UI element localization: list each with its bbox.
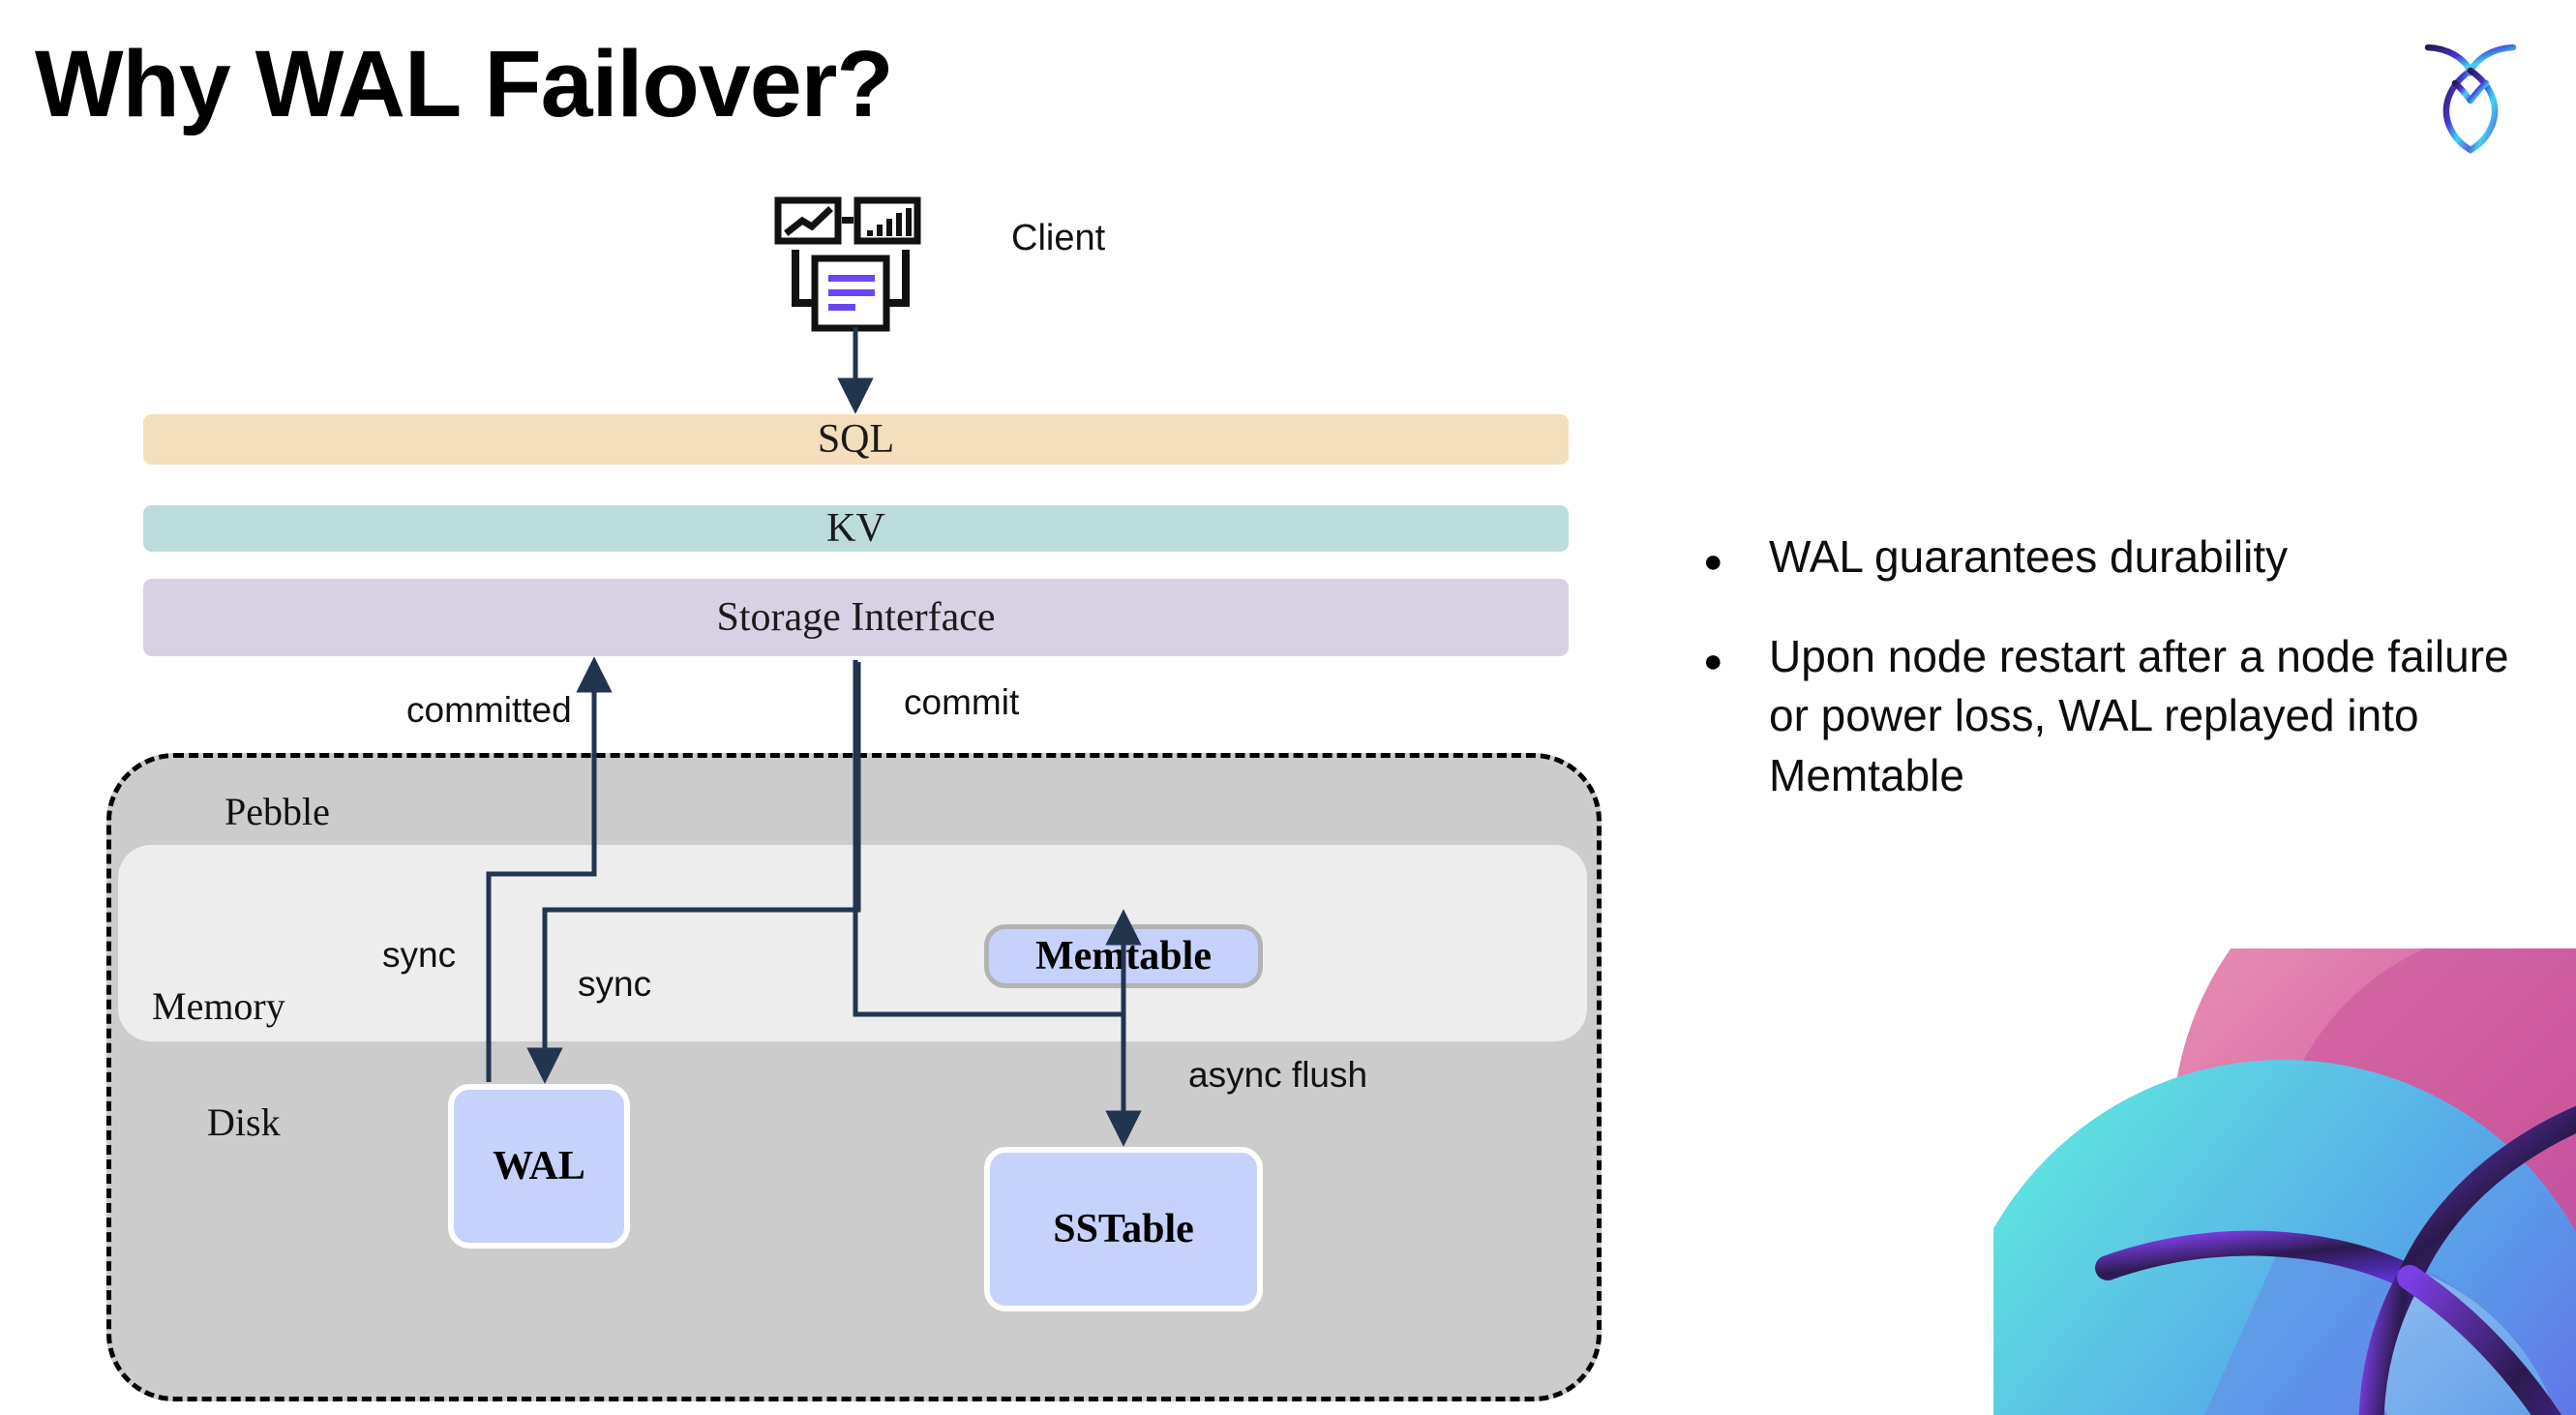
- node-label-sstable: SSTable: [1053, 1207, 1194, 1251]
- bullet-list: ● WAL guarantees durability ● Upon node …: [1703, 527, 2535, 846]
- edge-label-sync-right: sync: [578, 964, 652, 1004]
- bullet-text: WAL guarantees durability: [1769, 531, 2289, 582]
- layer-bar-kv: KV: [143, 505, 1569, 552]
- client-dashboard-icon: [774, 196, 927, 335]
- disk-zone-label: Disk: [207, 1100, 281, 1144]
- layer-bar-sql: SQL: [143, 414, 1569, 465]
- client-label: Client: [1011, 218, 1106, 258]
- node-memtable: Memtable: [984, 924, 1263, 988]
- bullet-dot-icon: ●: [1703, 643, 1723, 680]
- edge-label-committed: committed: [406, 690, 572, 730]
- bullet-text: Upon node restart after a node failure o…: [1769, 631, 2509, 800]
- list-item: ● WAL guarantees durability: [1703, 527, 2535, 587]
- list-item: ● Upon node restart after a node failure…: [1703, 627, 2535, 805]
- page-title: Why WAL Failover?: [35, 31, 894, 136]
- layer-label-sql: SQL: [817, 417, 895, 462]
- pebble-label: Pebble: [225, 790, 330, 833]
- node-wal: WAL: [448, 1084, 630, 1249]
- memory-zone: [118, 845, 1587, 1041]
- bullet-dot-icon: ●: [1703, 543, 1723, 580]
- edge-label-commit: commit: [904, 682, 1020, 722]
- wal-architecture-diagram: Client SQL KV Storage Interface Pebble M…: [106, 196, 1602, 1401]
- cockroach-labs-logo-icon: [2407, 31, 2534, 159]
- cockroach-labs-decorative-mark-icon: [1993, 948, 2576, 1415]
- layer-bar-storage: Storage Interface: [143, 579, 1569, 656]
- edge-label-async-flush: async flush: [1188, 1055, 1368, 1095]
- node-label-wal: WAL: [493, 1144, 585, 1189]
- memory-zone-label: Memory: [152, 984, 285, 1028]
- layer-label-storage: Storage Interface: [716, 595, 996, 640]
- layer-label-kv: KV: [826, 506, 885, 551]
- edge-label-sync-left: sync: [382, 935, 457, 975]
- node-sstable: SSTable: [984, 1147, 1263, 1311]
- node-label-memtable: Memtable: [1035, 934, 1212, 978]
